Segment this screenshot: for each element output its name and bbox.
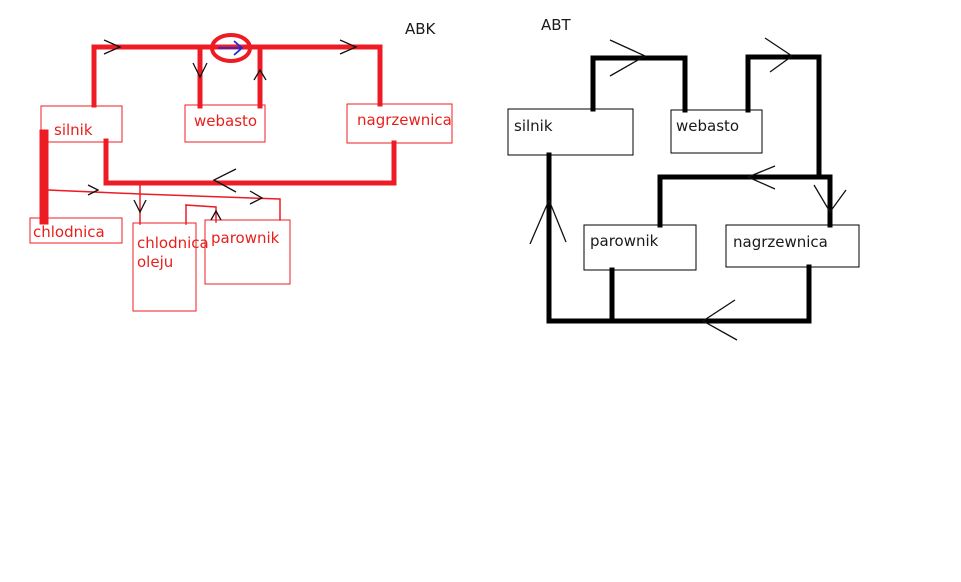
abk-chlodnica-oleju-label-1: chlodnica (137, 234, 209, 252)
abk-chlodnica-label: chlodnica (33, 223, 105, 241)
abk-pump-circle (210, 33, 252, 63)
abk-title: ABK (405, 20, 436, 38)
abt-arrow-top-1 (609, 39, 647, 77)
abk-parownik-box (204, 219, 291, 285)
abt-silnik-box (507, 108, 634, 156)
abk-arrow-parownik-up (210, 209, 222, 221)
abk-parownik-label: parownik (211, 229, 280, 247)
abk-webasto-box (184, 104, 266, 143)
abt-parownik-feed-line (657, 174, 833, 228)
abt-silnik-label: silnik (514, 117, 553, 135)
abk-arrow-webasto-up (253, 68, 267, 81)
abt-webasto-label: webasto (676, 117, 740, 135)
abt-title: ABT (541, 16, 571, 34)
abk-silnik-label: silnik (54, 121, 93, 139)
abk-arrows (87, 39, 358, 221)
abt-arrow-return-left (701, 299, 738, 341)
abk-arrow-top-left (103, 39, 122, 55)
abk-arrow-webasto-down (192, 62, 208, 79)
abk-arrow-thin-right-1 (87, 184, 100, 196)
abk-nagrzewnica-box (346, 103, 453, 144)
abt-nagrzewnica-box (725, 224, 860, 268)
abt-silnik-webasto-line (590, 55, 688, 113)
abt-arrow-top-2 (764, 37, 794, 73)
abk-top-loop-line (91, 44, 383, 108)
abt-arrow-feed-left (746, 165, 776, 190)
abt-parownik-label: parownik (590, 232, 659, 250)
abk-thin-line-3 (185, 204, 217, 223)
abk-thin-line-1 (47, 189, 281, 221)
abk-chlodnica-oleju-box (132, 222, 197, 312)
abt-arrow-silnik-up (529, 198, 567, 245)
abk-chlodnica-box (29, 217, 123, 244)
abk-return-line (103, 138, 397, 186)
abt-nagrzewnica-label: nagrzewnica (733, 233, 828, 251)
abt-webasto-nagrzewnica-line (745, 54, 822, 180)
abt-parownik-box (583, 224, 697, 271)
abt-arrow-nagrzewnica-down (813, 184, 847, 214)
abk-nagrzewnica-label: nagrzewnica (357, 111, 452, 129)
abk-arrow-return-left (212, 168, 237, 193)
abk-silnik-box (40, 105, 123, 143)
abk-diagram (29, 33, 453, 312)
abt-return-line (546, 152, 812, 324)
abk-webasto-label: webasto (194, 112, 258, 130)
abt-diagram (507, 54, 860, 324)
abk-arrow-top-right (339, 39, 358, 55)
abt-arrows (529, 37, 847, 341)
abk-chlodnica-oleju-label-2: oleju (137, 253, 174, 271)
abt-webasto-box (670, 109, 763, 154)
abk-arrow-thin-right-2 (249, 190, 264, 205)
abk-pump-arrow (218, 40, 244, 56)
abk-arrow-thin-down (133, 199, 147, 214)
